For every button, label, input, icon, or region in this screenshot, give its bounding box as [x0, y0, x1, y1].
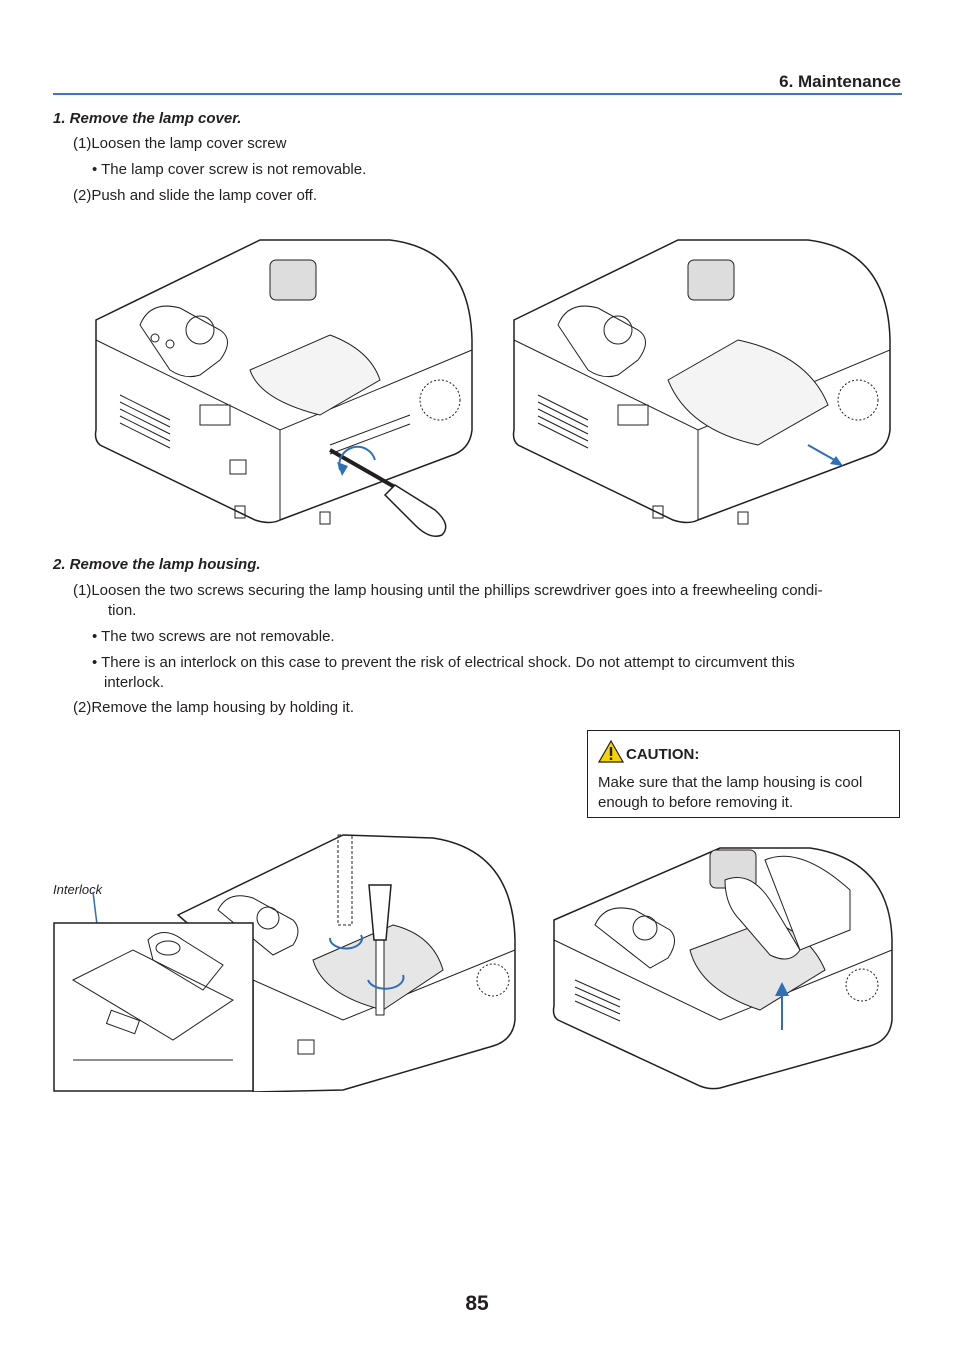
- section-title: 6. Maintenance: [779, 72, 901, 91]
- projector-cover-slide-illustration: [512, 239, 891, 525]
- caution-box: CAUTION: Make sure that the lamp housing…: [587, 730, 900, 818]
- step2-sub2: (2)Remove the lamp housing by holding it…: [73, 699, 354, 716]
- header-rule: [53, 93, 902, 95]
- step2-bullet1: • The two screws are not removable.: [92, 628, 335, 645]
- projector-screw-illustration: [94, 239, 473, 537]
- step2-bullet2-line2: interlock.: [104, 674, 165, 691]
- warning-icon: [598, 740, 624, 763]
- step1-bullet1: • The lamp cover screw is not removable.: [92, 161, 367, 178]
- step2-sub1-line1: (1)Loosen the two screws securing the la…: [73, 582, 823, 599]
- lamp-housing-removal-illustration: [552, 847, 893, 1090]
- step2-title: 2. Remove the lamp housing.: [53, 556, 261, 573]
- step1-sub2: (2)Push and slide the lamp cover off.: [73, 187, 318, 204]
- caution-body: Make sure that the lamp housing is cool …: [598, 774, 863, 811]
- step2-bullet2-line1: • There is an interlock on this case to …: [92, 654, 795, 671]
- caution-heading: CAUTION:: [626, 746, 700, 763]
- interlock-label: Interlock: [53, 882, 103, 897]
- step1-title: 1. Remove the lamp cover.: [53, 110, 242, 127]
- step2-sub1-line2: tion.: [108, 602, 137, 619]
- page-number: 85: [465, 1292, 489, 1315]
- step1-sub1: (1)Loosen the lamp cover screw: [73, 135, 287, 152]
- lamp-housing-screws-illustration: [53, 834, 516, 1092]
